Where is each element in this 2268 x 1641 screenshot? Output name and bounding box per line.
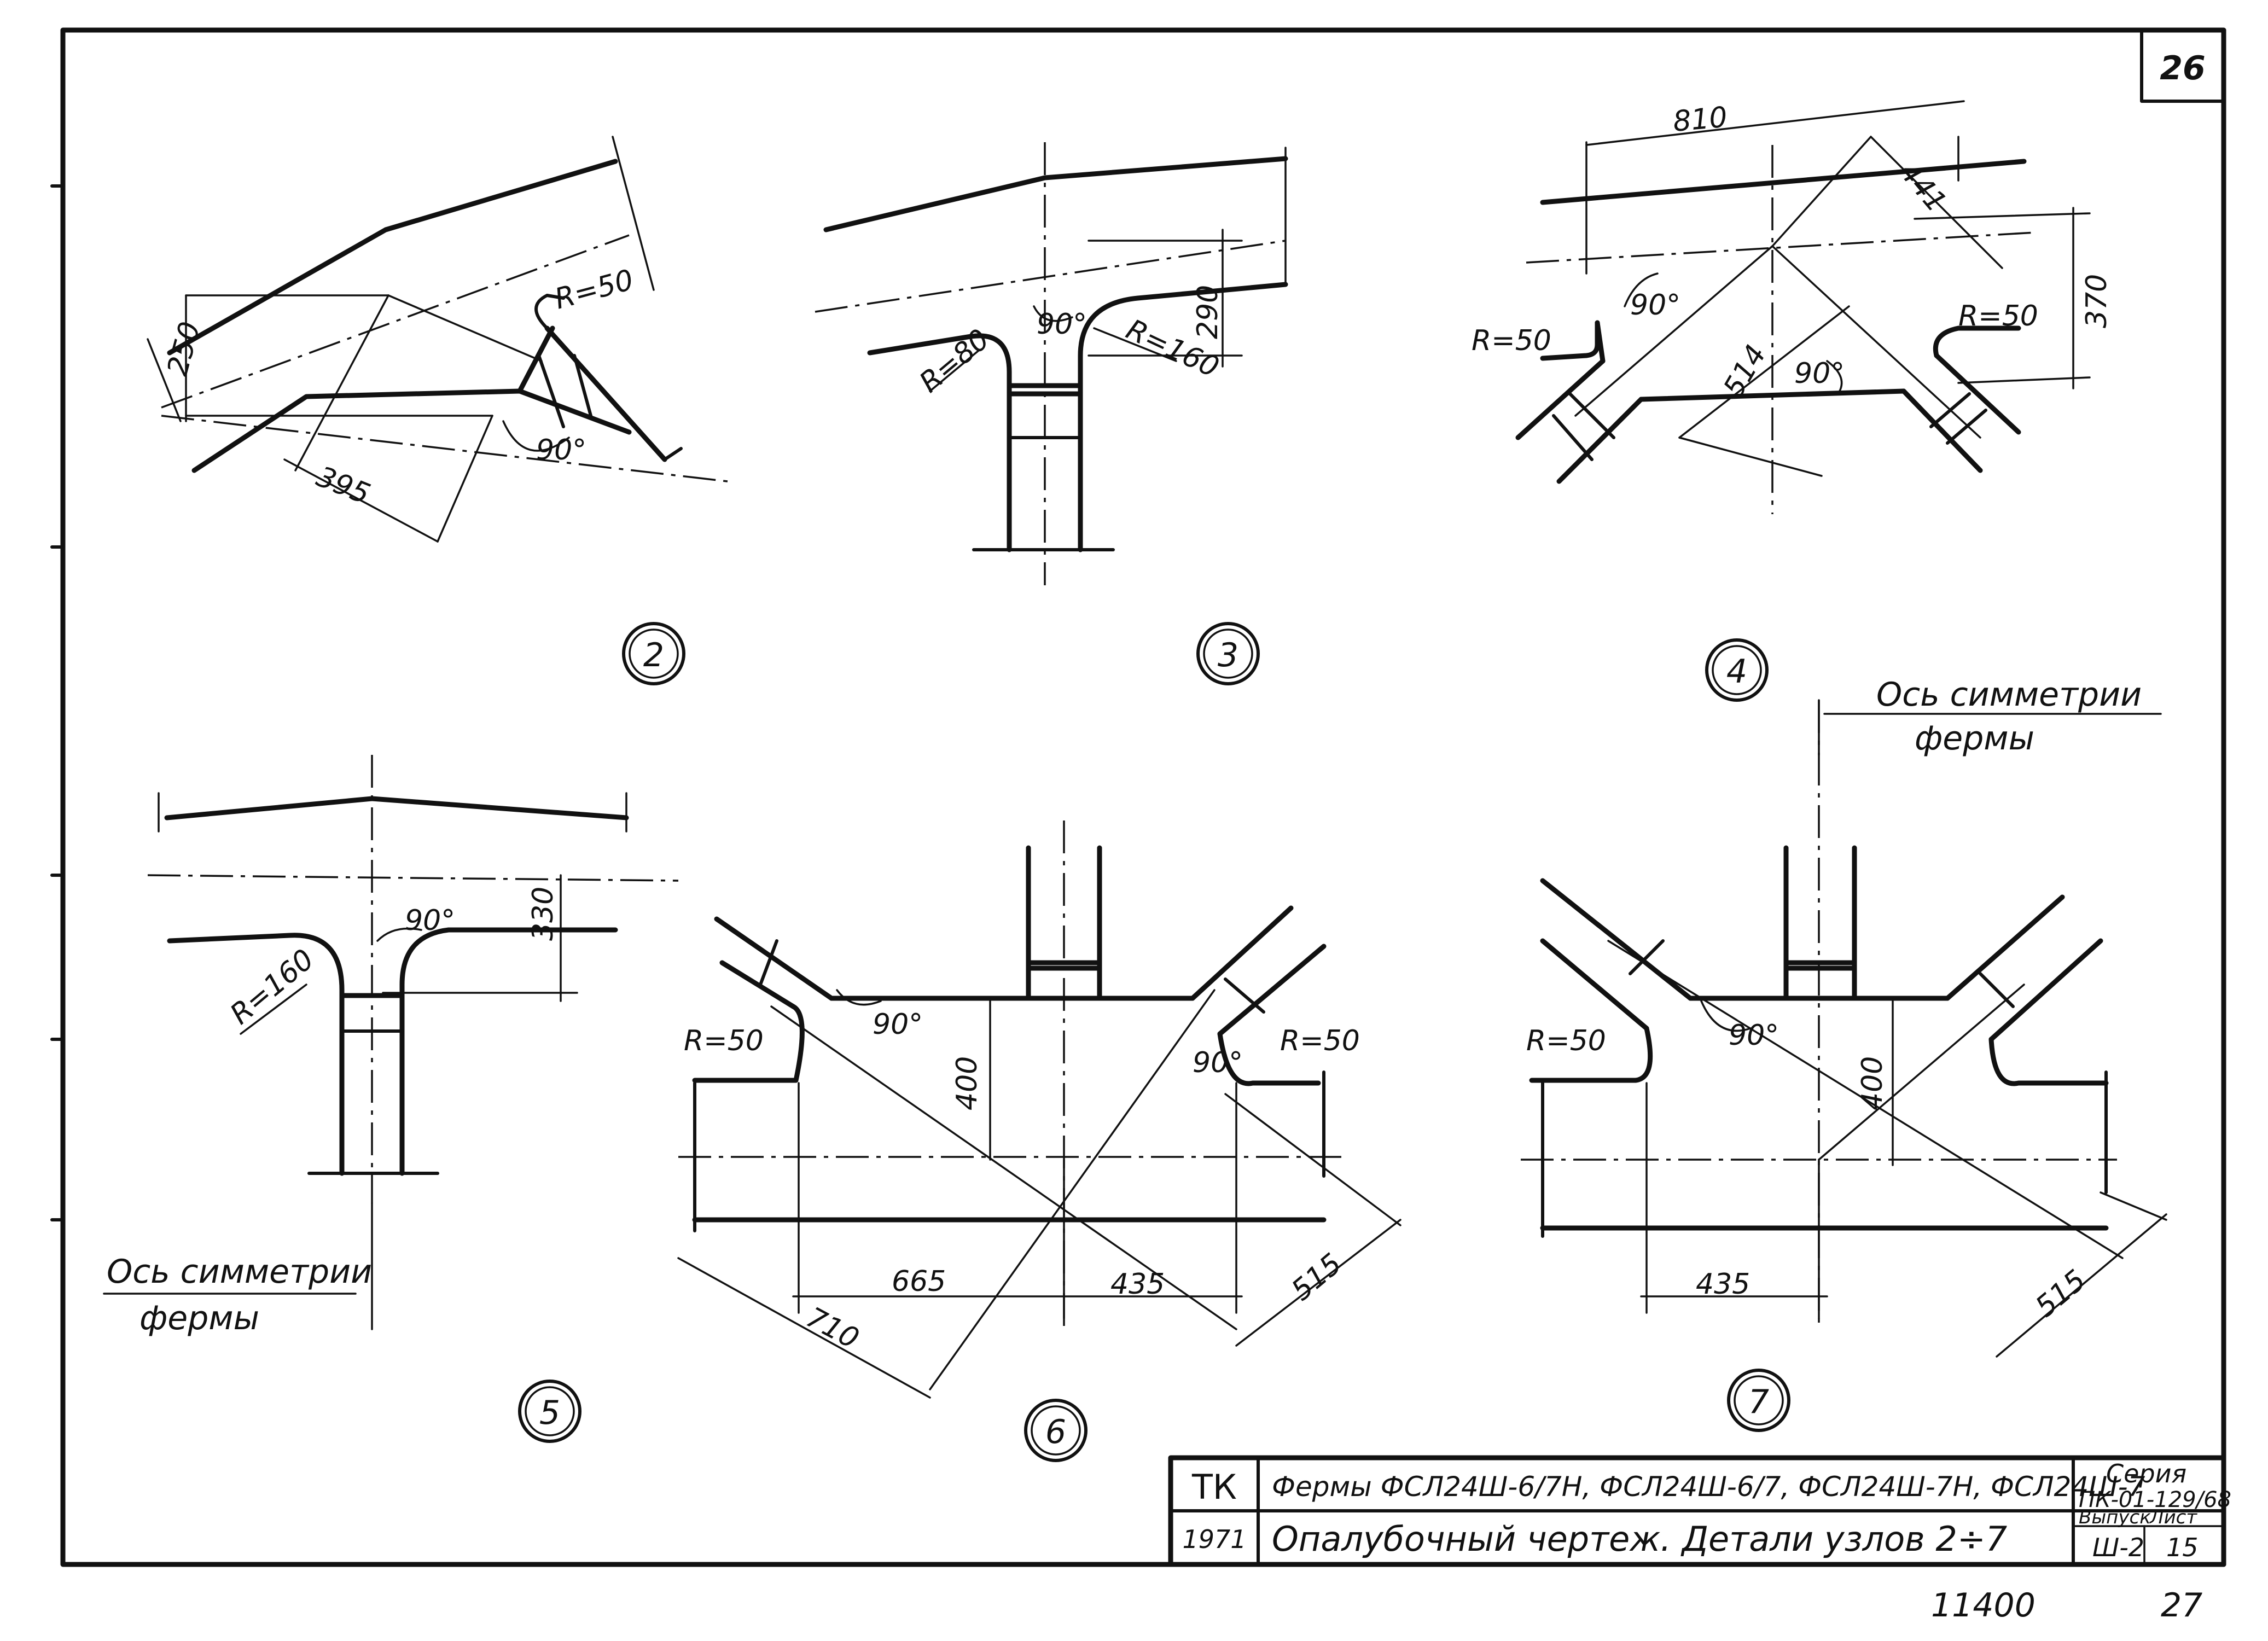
detail-6: 90° R=50 400 90° R=50 665 435 710 515 6 <box>677 821 1401 1462</box>
dim-330: 330 <box>527 887 560 941</box>
dim-400: 400 <box>1856 1056 1889 1110</box>
detail-7-marker <box>1727 1369 1790 1432</box>
dim-r50-left: R=50 <box>1472 324 1551 357</box>
year: 1971 <box>1182 1524 1246 1554</box>
dim-90deg-left: 90° <box>1630 289 1680 322</box>
dim-90deg-right: 90° <box>1193 1046 1243 1079</box>
series-value: ПК-01-129/68 <box>2079 1487 2231 1512</box>
detail-5-marker <box>518 1380 581 1443</box>
detail-2-number: 2 <box>643 636 664 674</box>
detail-2: 250 395 R=50 90° 2 <box>147 136 728 685</box>
detail-3-number: 3 <box>1218 636 1238 674</box>
dim-90deg: 90° <box>536 434 586 467</box>
dim-435: 435 <box>1110 1268 1165 1301</box>
dim-90deg-left: 90° <box>873 1008 923 1041</box>
detail-7: R=50 90° 400 435 515 Ось симметрии фермы… <box>1521 676 2167 1432</box>
series-label: Серия <box>2106 1459 2186 1488</box>
org-code: ТК <box>1191 1467 1237 1507</box>
dim-r50: R=50 <box>1526 1025 1606 1057</box>
dim-r50-right: R=50 <box>1958 300 2038 333</box>
detail-2-marker <box>622 622 685 685</box>
dim-r160: R=160 <box>224 943 321 1031</box>
dim-290: 290 <box>1191 285 1224 339</box>
detail-4: 810 441 370 R=50 90° R=50 514 90° 4 <box>1472 100 2113 702</box>
dim-r50: R=50 <box>551 264 637 316</box>
dim-395: 395 <box>312 460 375 511</box>
title-line-1: Фермы ФСЛ24Ш-6/7Н, ФСЛ24Ш-6/7, ФСЛ24Ш-7Н… <box>1272 1471 2145 1503</box>
dim-r50-right: R=50 <box>1280 1025 1360 1057</box>
dim-515: 515 <box>1286 1247 1348 1307</box>
detail-4-number: 4 <box>1726 653 1747 691</box>
dim-90deg-right: 90° <box>1794 357 1845 390</box>
issue-label: Выпуск <box>2079 1506 2151 1528</box>
detail-4-marker <box>1705 638 1769 702</box>
title-block: ТК 1971 Фермы ФСЛ24Ш-6/7Н, ФСЛ24Ш-6/7, Ф… <box>1168 1455 2231 1567</box>
dim-90deg: 90° <box>405 904 455 937</box>
detail-3-marker <box>1196 622 1260 685</box>
detail-7-number: 7 <box>1748 1383 1769 1421</box>
margin-ticks <box>50 184 65 1221</box>
sheet-number: 26 <box>2160 49 2206 88</box>
sheet-frame <box>60 27 2226 1567</box>
detail-6-number: 6 <box>1045 1413 1066 1451</box>
dim-90deg: 90° <box>1729 1019 1779 1052</box>
sheet-value: 15 <box>2166 1533 2199 1562</box>
symmetry-label-2: фермы <box>1915 719 2034 758</box>
dim-400: 400 <box>951 1056 984 1110</box>
dim-r50-left: R=50 <box>684 1025 764 1057</box>
page-number: 27 <box>2161 1586 2202 1625</box>
detail-6-marker <box>1024 1399 1088 1462</box>
dim-r80: R=80 <box>914 323 996 399</box>
issue-value: Ш-2 <box>2092 1533 2144 1562</box>
dim-665: 665 <box>892 1265 946 1298</box>
sheet-label: Лист <box>2149 1506 2197 1528</box>
dim-370: 370 <box>2080 274 2113 328</box>
detail-5: 90° 330 R=160 Ось симметрии фермы 5 <box>103 755 679 1443</box>
title-line-2: Опалубочный чертеж. Детали узлов 2÷7 <box>1272 1519 2007 1559</box>
dim-515: 515 <box>2029 1264 2092 1324</box>
dim-250: 250 <box>161 318 207 379</box>
symmetry-label-1: Ось симметрии <box>107 1253 372 1291</box>
detail-3: R=80 90° R=160 290 3 <box>815 142 1288 685</box>
dim-90deg: 90° <box>1037 308 1087 341</box>
dim-710: 710 <box>801 1301 864 1356</box>
symmetry-label-1: Ось симметрии <box>1876 676 2142 714</box>
archive-code: 11400 <box>1931 1586 2036 1625</box>
symmetry-label-2: фермы <box>139 1299 259 1337</box>
detail-5-number: 5 <box>539 1394 560 1432</box>
dim-435: 435 <box>1696 1268 1750 1301</box>
dim-810: 810 <box>1672 101 1729 138</box>
sheet-number-box <box>2140 28 2225 103</box>
